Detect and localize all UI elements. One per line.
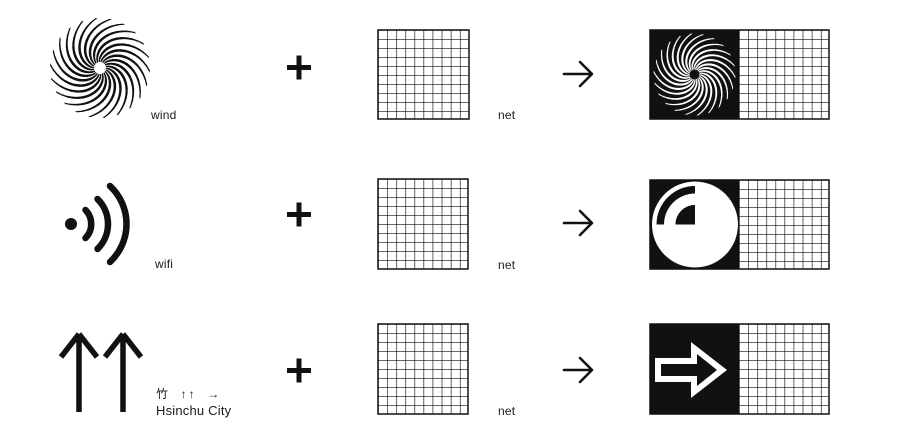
swirl-blade (50, 73, 102, 93)
net-label: net (498, 404, 516, 418)
grid-net-icon (377, 323, 469, 415)
swirl-blade (688, 43, 725, 72)
wind-net-logo (649, 29, 830, 120)
plus-icon (287, 202, 311, 227)
result-arrow-icon (562, 60, 594, 88)
swirl-blade (98, 43, 150, 63)
swirl-blade (685, 38, 716, 73)
double-up-arrow-icon (58, 332, 144, 412)
swirl-blade (697, 67, 729, 100)
swirl-blade (74, 70, 112, 113)
swirl-blade (655, 59, 693, 86)
net-label: net (498, 258, 516, 272)
result-arrow-icon (562, 209, 594, 237)
swirl-blade (92, 30, 137, 64)
result-arrow-icon (562, 356, 594, 384)
wifi-label: wifi (155, 257, 174, 271)
swirl-blade (59, 37, 97, 78)
swirl-blade (52, 49, 99, 82)
net-label: net (498, 108, 516, 122)
plus-icon (287, 358, 311, 383)
wind-source-icon (50, 18, 150, 118)
grid-net-icon (377, 178, 469, 270)
wifi-signal-icon (65, 182, 130, 266)
swirl-blade (88, 23, 126, 66)
swirl-blade (673, 76, 704, 111)
swirl-blade (654, 79, 696, 95)
swirl-blade (664, 77, 701, 106)
swirl-blade (101, 54, 148, 87)
grid-net-icon (377, 29, 470, 120)
swirl-blade (103, 58, 141, 99)
swirl-blade (693, 54, 735, 70)
swirl-blade (696, 63, 734, 90)
swirl-blade (666, 41, 691, 79)
swirl-blade (104, 62, 135, 109)
wifi-net-logo (649, 179, 830, 270)
hsinchu-label: Hsinchu City (156, 403, 232, 418)
swirl-blade (698, 70, 723, 108)
hsinchu-caption: 竹 ↑↑ → (156, 387, 222, 401)
swirl-blade (63, 72, 108, 106)
plus-icon (287, 55, 311, 80)
wind-label: wind (151, 108, 177, 122)
swirl-blade (65, 27, 96, 74)
swirl-blade (660, 49, 692, 82)
arrow-net-logo (649, 323, 830, 415)
